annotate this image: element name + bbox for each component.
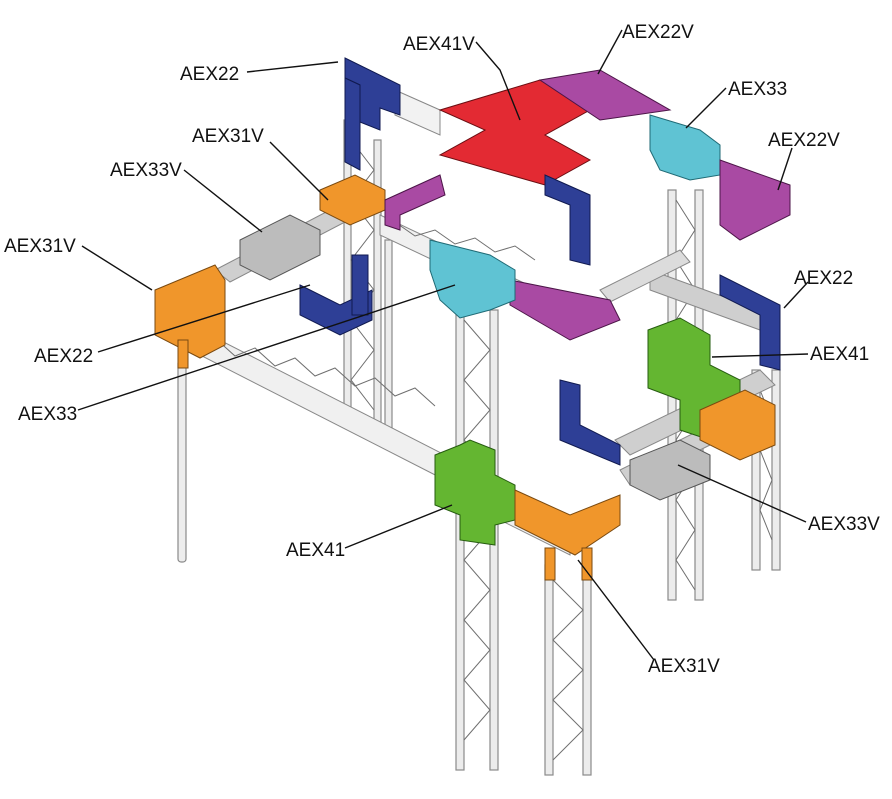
block-aex22v-right [719, 159, 791, 241]
label-aex31v-upper: AEX31V [192, 126, 264, 147]
block-aex22-left [299, 254, 373, 336]
label-aex22-top: AEX22 [180, 64, 239, 85]
block-aex33-center [429, 239, 516, 319]
label-aex41-left: AEX41 [286, 540, 345, 561]
label-aex33v-right: AEX33V [808, 514, 880, 535]
label-aex33v-left: AEX33V [110, 160, 182, 181]
block-aex31v-left [154, 264, 226, 369]
block-aex22v-top [538, 69, 672, 121]
label-aex33-left: AEX33 [18, 404, 77, 425]
label-aex22-left: AEX22 [34, 346, 93, 367]
label-aex31v-left: AEX31V [4, 236, 76, 257]
block-aex31v-right [699, 389, 776, 461]
leader-lines [77, 29, 809, 661]
tower-front [544, 564, 592, 776]
block-aex22-center [544, 174, 591, 266]
label-aex31v-bottom: AEX31V [648, 656, 720, 677]
tower-right [751, 369, 781, 571]
label-aex22v-top: AEX22V [622, 22, 694, 43]
part-labels: AEX22 AEX41V AEX22V AEX33 AEX31V AEX33V … [4, 22, 880, 677]
label-aex41v-top: AEX41V [403, 34, 475, 55]
block-aex22-top [344, 57, 401, 171]
label-aex22v-right: AEX22V [768, 130, 840, 151]
label-aex22-right: AEX22 [794, 268, 853, 289]
block-aex33-top [649, 114, 721, 181]
block-aex22-right [719, 274, 781, 371]
block-aex41-left [434, 439, 516, 546]
label-aex33-top: AEX33 [728, 79, 787, 100]
block-aex22-lower [559, 379, 621, 466]
label-aex41-right: AEX41 [810, 344, 869, 365]
block-aex31v-bottom [514, 489, 621, 581]
